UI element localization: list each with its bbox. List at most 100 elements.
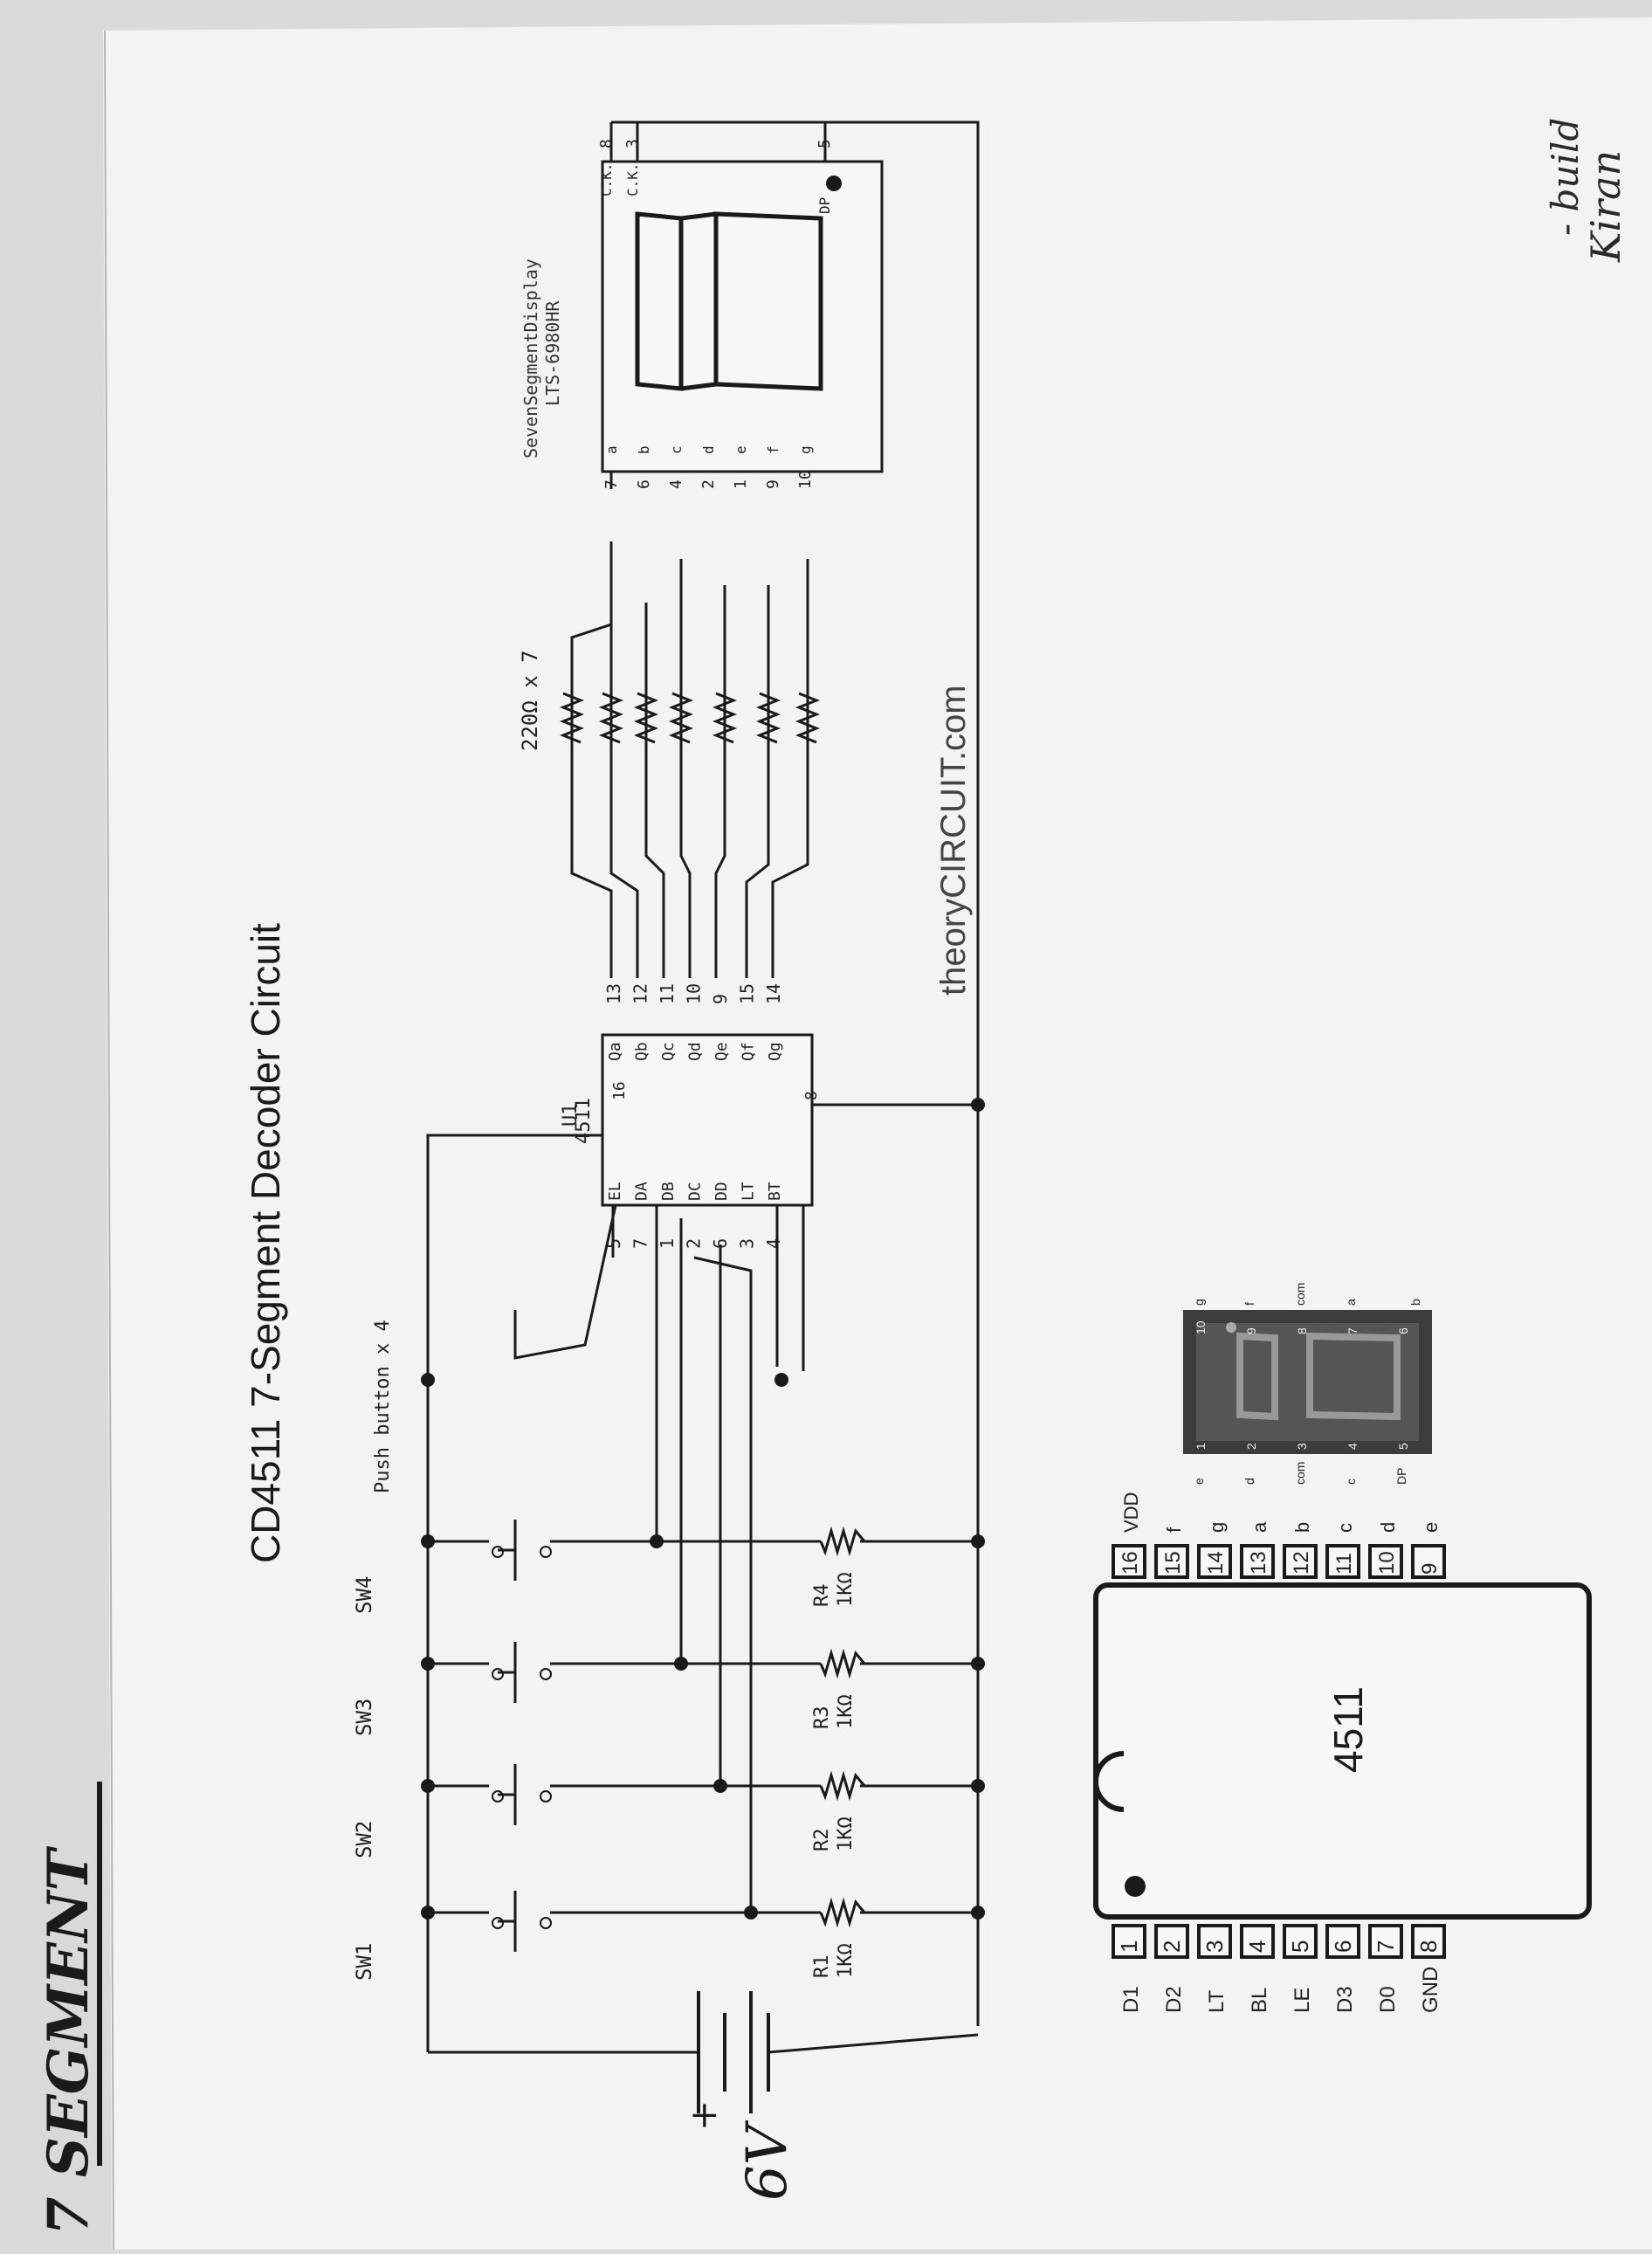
label-sw4: SW4 (352, 1576, 376, 1614)
display-pin-number: 2 (699, 479, 718, 489)
pinout-pin-box (1368, 1924, 1403, 1959)
ic-pin-name: EL (606, 1182, 624, 1201)
pinout-pin-label: BL (1248, 1988, 1271, 2013)
display-pin-number: 10 (796, 470, 815, 489)
pinout-pin-number: 14 (1204, 1551, 1228, 1575)
pinout-pin-box (1240, 1544, 1275, 1579)
ic-pin-number: 15 (737, 983, 758, 1004)
pinout-pin-box (1112, 1544, 1146, 1579)
segment-resistor (795, 692, 821, 744)
pinout-pin-box (1411, 1544, 1446, 1579)
ic-pin-name: DD (712, 1182, 731, 1201)
ic-pin-name: BT (766, 1182, 784, 1201)
segment-resistor (712, 692, 738, 744)
display-pinout-top-pin: 7 (1346, 1327, 1359, 1334)
display-pinout-bottom-pin: 5 (1396, 1443, 1410, 1450)
pinout-pin-label: D2 (1162, 1986, 1186, 2013)
ic-pin-name: Qg (766, 1042, 784, 1061)
ic-pin-number: 10 (684, 983, 705, 1004)
pinout-pin-number: 2 (1159, 1940, 1185, 1953)
pinout-pin-number: 15 (1161, 1551, 1185, 1575)
ic-pin-name: Qf (740, 1042, 758, 1061)
display-pin-segment: g (797, 445, 814, 454)
decimal-point-dot (826, 176, 842, 191)
display-common-pin: 3 (623, 139, 642, 148)
ic-pin-name: DC (686, 1182, 705, 1201)
ic-pin-number: 14 (763, 983, 784, 1004)
ic-pin-number: 9 (710, 994, 731, 1004)
seven-segment-display: SevenSegmentDisplay LTS-6980HR (520, 160, 884, 473)
pinout-pin-number: 16 (1119, 1551, 1142, 1575)
display-pinout-bottom-pin: 2 (1244, 1443, 1258, 1450)
pinout-pin-label: d (1377, 1522, 1399, 1533)
pinout-pin-number: 6 (1330, 1940, 1356, 1953)
display-pin-number: 6 (635, 479, 653, 489)
push-buttons (492, 1520, 552, 1952)
display-pinout-bottom-label: e (1192, 1478, 1206, 1485)
pinout-pin-label: D0 (1376, 1986, 1400, 2013)
pinout-pin-box (1112, 1924, 1146, 1959)
junction-dot (421, 1657, 435, 1671)
heading-text: 7 SEGMENT (36, 1845, 101, 2236)
junction-dot (421, 1534, 435, 1548)
pull-down-resistor (819, 1897, 866, 1928)
junction-dot (971, 1098, 985, 1112)
ic-gnd-pin: 8 (802, 1091, 821, 1100)
pinout-pin-label: LT (1205, 1989, 1229, 2013)
ic-pin-name: Qa (606, 1042, 624, 1061)
pinout-pin-box (1411, 1924, 1446, 1959)
pinout-pin-label: e (1420, 1522, 1442, 1533)
pinout-pin-label: D3 (1333, 1986, 1357, 2013)
pinout-chip-label: 4511 (1325, 1686, 1371, 1773)
desk-left (0, 0, 103, 2250)
pinout-pin-box (1283, 1544, 1318, 1579)
pinout-pin-label: g (1206, 1522, 1228, 1533)
resistor-ref: R1 (811, 1955, 833, 1979)
ic-pin-number: 3 (737, 1238, 758, 1249)
display-pin-segment: a (603, 445, 620, 454)
pinout-pin-number: 10 (1375, 1551, 1399, 1575)
segment-resistor (633, 692, 659, 744)
resistor-ref: R4 (811, 1584, 833, 1608)
ic-pin-name: Qe (712, 1042, 731, 1061)
ic-pin-name: Qd (686, 1042, 705, 1061)
pinout-pin-number: 3 (1201, 1940, 1228, 1953)
display-pinout-top-pin: 9 (1244, 1327, 1258, 1334)
ic-pin-number: 6 (710, 1238, 731, 1249)
pinout-pin-box (1325, 1544, 1360, 1579)
switch-labels: SW1 SW2 SW3 SW4 Push button x 4 (352, 1320, 394, 1981)
junction-dot (971, 1657, 985, 1671)
title-group: CD4511 7-Segment Decoder Circuit (243, 923, 288, 1563)
pinout-pin-number: 5 (1287, 1940, 1313, 1953)
pinout-pin-number: 13 (1247, 1551, 1270, 1575)
display-pinout-top-pin: 8 (1295, 1327, 1309, 1334)
junction-dot (421, 1373, 435, 1387)
junction-dot (674, 1657, 688, 1671)
switch-contact (492, 1546, 504, 1558)
ic-pin-name: Qb (633, 1042, 651, 1061)
resistor-value: 1KΩ (835, 1572, 857, 1607)
ic-pin-number: 5 (603, 1238, 624, 1249)
segment-resistor-label: 220Ω x 7 (518, 650, 542, 751)
display-dp-label: DP (816, 197, 833, 214)
switch-contact (540, 1546, 552, 1558)
display-pinout-bottom-label: d (1242, 1478, 1256, 1485)
ic-part: 4511 (573, 1098, 595, 1144)
display-pinout-bottom-label: com (1293, 1462, 1307, 1485)
ic-pin-number: 7 (630, 1238, 651, 1249)
ic-pin-name: Qc (659, 1042, 678, 1061)
junction-dot (650, 1534, 664, 1548)
ic-ref: U1 (560, 1104, 582, 1127)
display-pin-number: 9 (764, 479, 782, 489)
segment-resistor (755, 692, 781, 744)
display-pin-segment: c (668, 445, 685, 454)
schematic-title: CD4511 7-Segment Decoder Circuit (243, 923, 288, 1563)
pinout-pin-label: a (1249, 1521, 1270, 1533)
display-pinout-top-label: com (1293, 1283, 1307, 1306)
pinout-pin-label: GND (1419, 1967, 1442, 2013)
